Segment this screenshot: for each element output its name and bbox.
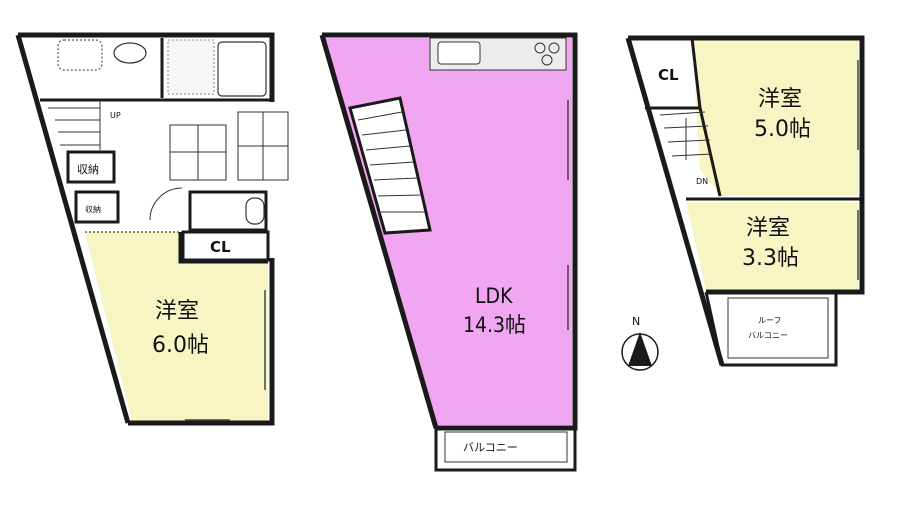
floor2-slanted-wall [319, 34, 439, 429]
floor3-slanted-wall [625, 37, 725, 366]
floor-3-plan: CL DN 洋室 5.0帖 洋室 3.3帖 ルーフ バルコニー [625, 35, 865, 367]
stair-up-label: UP [110, 111, 121, 120]
balcony [434, 428, 577, 472]
balcony-label: バルコニー [463, 441, 518, 454]
roof-balcony-label-1: ルーフ [758, 316, 782, 325]
floor1-slanted-wall [15, 34, 131, 424]
storage-top-label: 収納 [77, 163, 99, 176]
floor1-bottom-wall [128, 258, 275, 426]
stair-dn-label: DN [696, 177, 708, 186]
room-3-name: 洋室 [746, 216, 790, 241]
compass-north-label: N [632, 315, 640, 328]
floor1-closet [181, 230, 270, 262]
roof-balcony-inner [727, 297, 829, 359]
stove-burner-3 [541, 54, 553, 66]
wash-basin [113, 42, 147, 64]
floor1-stairs [48, 100, 101, 150]
floor2-outer-wall [322, 32, 578, 431]
floor3-stairs [659, 111, 713, 160]
room-5-name: 洋室 [758, 87, 802, 112]
ldk-name: LDK [475, 284, 513, 308]
stove-burner [534, 42, 546, 54]
floor3-outer-wall [628, 35, 865, 295]
room-5-size: 5.0帖 [754, 117, 811, 142]
kitchen-sink [437, 41, 481, 65]
balcony-inner [444, 431, 568, 463]
storage-top [66, 150, 116, 184]
storage-bottom [74, 190, 120, 224]
stove-burner-2 [548, 42, 560, 54]
north-arrow-icon [628, 332, 652, 366]
floor1-closet-label: CL [210, 238, 231, 256]
toilet-room [188, 190, 268, 232]
compass: N [621, 315, 659, 371]
toilet [245, 197, 265, 225]
roof-balcony-label-2: バルコニー [748, 331, 788, 340]
shower-floor [167, 39, 215, 95]
room-3-size: 3.3帖 [742, 246, 799, 271]
floor3-closet-label: CL [658, 66, 679, 84]
storage-bottom-label: 収納 [85, 204, 101, 214]
bathtub [217, 41, 267, 97]
floor1-hall-tiles [169, 111, 289, 181]
ldk-size: 14.3帖 [463, 313, 526, 337]
room-5-area [692, 40, 858, 196]
floor1-bedroom-size: 6.0帖 [152, 333, 209, 358]
floor-1-plan: UP 収納 収納 CL 洋室 6.0帖 [15, 32, 289, 426]
floor2-stairs [348, 96, 432, 235]
ldk-area [325, 38, 572, 425]
floor1-bedroom-name: 洋室 [155, 299, 199, 324]
floor1-bedroom-area [85, 232, 268, 422]
floor-2-plan: LDK 14.3帖 バルコニー [319, 32, 578, 472]
room-3-area [686, 202, 858, 290]
washing-machine-space [57, 39, 103, 71]
roof-balcony [704, 291, 838, 367]
door-swing [149, 187, 183, 221]
floor1-outer-wall [18, 32, 275, 102]
